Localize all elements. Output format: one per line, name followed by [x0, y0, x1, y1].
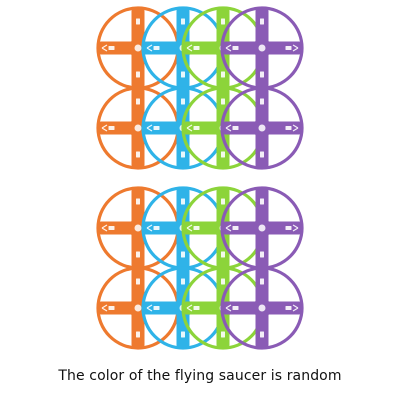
- flying-saucer: [220, 186, 304, 270]
- caption: The color of the flying saucer is random: [58, 368, 342, 384]
- flying-saucer: [220, 86, 304, 170]
- product-image: [96, 6, 304, 350]
- flying-saucer: [220, 6, 304, 90]
- flying-saucer: [220, 266, 304, 350]
